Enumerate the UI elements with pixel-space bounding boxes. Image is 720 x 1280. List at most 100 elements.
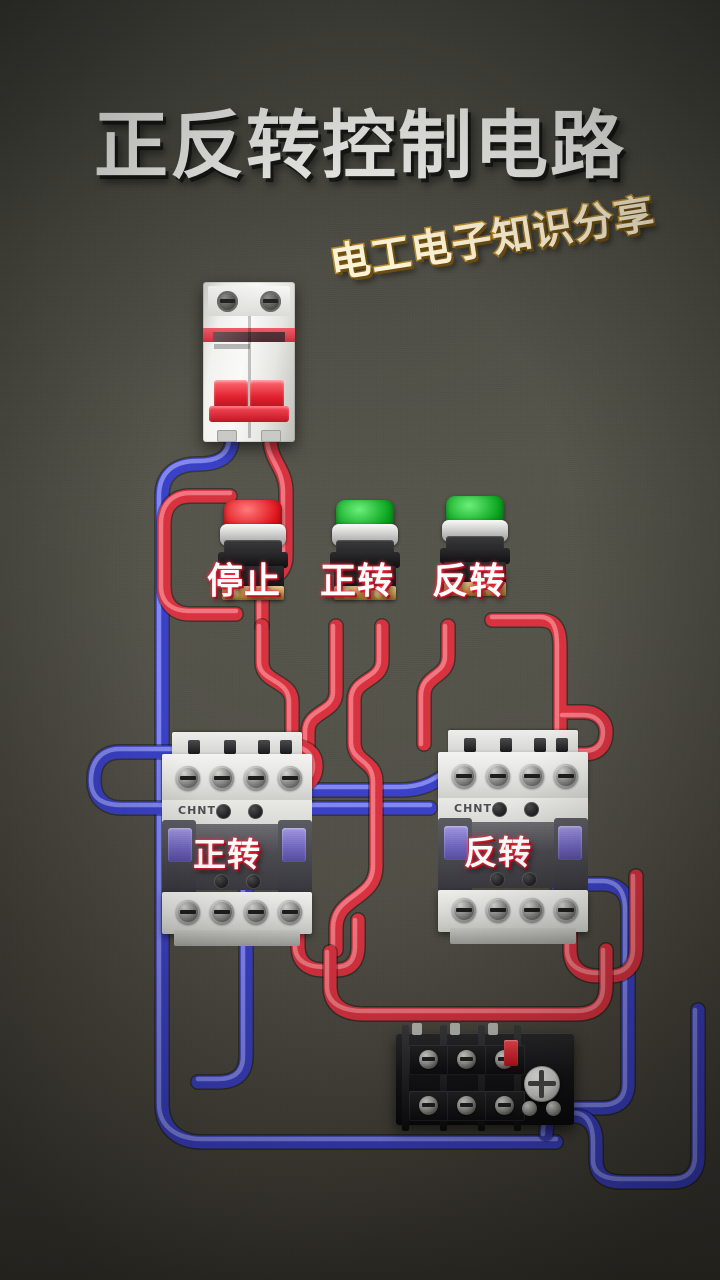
forward-coil-screw-1[interactable] <box>216 804 231 819</box>
reverse-contactor-core <box>452 822 574 888</box>
forward-lower-aux-screw-1[interactable] <box>214 874 229 889</box>
forward-contactor-label: 正转 <box>193 835 261 874</box>
forward-violet-indicator-right <box>282 828 306 862</box>
stop-button-label: 停止 <box>207 561 282 602</box>
reverse-contactor-bottom-plate <box>450 928 576 944</box>
forward-brand-label: CHNT <box>178 804 216 817</box>
red-wire-stop-left-loop <box>156 488 244 622</box>
forward-button-contact-block <box>334 566 396 588</box>
relay-bottom-screw-2[interactable] <box>457 1096 476 1115</box>
relay-barrier-1 <box>402 1025 409 1131</box>
relay-barrier-4 <box>514 1025 521 1131</box>
forward-top-screw-4[interactable] <box>278 766 302 790</box>
reverse-push-button[interactable] <box>440 496 510 608</box>
reverse-contactor[interactable]: CHNT <box>438 730 588 944</box>
blue-wire-main-left <box>154 430 564 1150</box>
forward-bottom-screw-4[interactable] <box>278 900 302 924</box>
reverse-aux-terminal-1[interactable] <box>464 738 476 752</box>
breaker-screw-left[interactable] <box>217 291 238 312</box>
forward-bottom-screw-2[interactable] <box>210 900 234 924</box>
forward-top-screw-2[interactable] <box>210 766 234 790</box>
reverse-top-screw-4[interactable] <box>554 764 578 788</box>
reverse-button-label: 反转 <box>432 561 507 602</box>
red-wire-cross-a <box>254 618 300 754</box>
forward-top-screw-3[interactable] <box>244 766 268 790</box>
forward-terminal-screw-2[interactable] <box>374 588 385 599</box>
blue-wire-relay-aux-right <box>552 1002 706 1190</box>
breaker-screw-right[interactable] <box>260 291 281 312</box>
forward-bottom-screw-3[interactable] <box>244 900 268 924</box>
page-title: 正反转控制电路 <box>94 103 626 189</box>
forward-lower-aux-screw-2[interactable] <box>246 874 261 889</box>
relay-barrier-3 <box>478 1025 485 1131</box>
thermal-overload-relay[interactable] <box>396 1023 574 1131</box>
forward-aux-terminal-4[interactable] <box>280 740 292 754</box>
relay-bottom-screw-1[interactable] <box>419 1096 438 1115</box>
reverse-terminal-screw-2[interactable] <box>484 584 495 595</box>
forward-aux-terminal-1[interactable] <box>188 740 200 754</box>
reverse-violet-indicator-right <box>558 826 582 860</box>
reverse-bottom-screw-1[interactable] <box>452 898 476 922</box>
reverse-coil-screw-1[interactable] <box>492 802 507 817</box>
blue-wire-forward-aux-loop <box>86 744 308 816</box>
forward-violet-indicator-left <box>168 828 192 862</box>
relay-top-lug-1[interactable] <box>412 1023 422 1035</box>
red-wire-cross-d <box>416 618 456 752</box>
relay-aux-terminal-2[interactable] <box>546 1101 561 1116</box>
reverse-bottom-screw-4[interactable] <box>554 898 578 922</box>
relay-top-screw-2[interactable] <box>457 1050 476 1069</box>
relay-bottom-screw-3[interactable] <box>495 1096 514 1115</box>
forward-contactor-core <box>176 824 298 890</box>
forward-top-screw-1[interactable] <box>176 766 200 790</box>
relay-top-lug-2[interactable] <box>450 1023 460 1035</box>
breaker-lever-bar[interactable] <box>209 406 289 422</box>
forward-bottom-screw-1[interactable] <box>176 900 200 924</box>
red-wire-cross-b <box>300 618 344 766</box>
breaker-spec-plate <box>214 344 250 349</box>
reverse-top-screw-1[interactable] <box>452 764 476 788</box>
reverse-aux-terminal-2[interactable] <box>500 738 512 752</box>
reverse-button-mount <box>440 548 510 564</box>
breaker-brand-plate <box>213 332 285 342</box>
forward-aux-terminal-3[interactable] <box>258 740 270 754</box>
red-wire-cross-c <box>328 618 390 958</box>
stop-button-mount <box>218 552 288 568</box>
reverse-lower-aux-screw-1[interactable] <box>490 872 505 887</box>
forward-aux-terminal-2[interactable] <box>224 740 236 754</box>
forward-button-mount <box>330 552 400 568</box>
reverse-terminal-screw-1[interactable] <box>452 584 463 595</box>
reverse-top-screw-2[interactable] <box>486 764 510 788</box>
stop-push-button[interactable] <box>218 500 288 612</box>
forward-terminal-screw-1[interactable] <box>342 588 353 599</box>
forward-contactor-bottom-plate <box>174 930 300 946</box>
reverse-bottom-screw-2[interactable] <box>486 898 510 922</box>
reverse-lower-aux-screw-2[interactable] <box>522 872 537 887</box>
reverse-contactor-label: 反转 <box>464 833 532 872</box>
reverse-aux-terminal-3[interactable] <box>534 738 546 752</box>
reverse-bottom-screw-3[interactable] <box>520 898 544 922</box>
reverse-violet-indicator-left <box>444 826 468 860</box>
relay-aux-terminal-1[interactable] <box>522 1101 537 1116</box>
forward-button-label: 正转 <box>320 561 395 602</box>
reverse-aux-terminal-4[interactable] <box>556 738 568 752</box>
relay-top-screw-1[interactable] <box>419 1050 438 1069</box>
circuit-breaker[interactable] <box>203 282 295 442</box>
stop-terminal-screw-2[interactable] <box>262 588 273 599</box>
reverse-top-screw-3[interactable] <box>520 764 544 788</box>
breaker-terminal-right[interactable] <box>261 430 281 442</box>
forward-coil-screw-2[interactable] <box>248 804 263 819</box>
relay-current-dial[interactable] <box>524 1066 560 1102</box>
reverse-brand-label: CHNT <box>454 802 492 815</box>
breaker-pole-divider <box>248 316 251 438</box>
breaker-terminal-left[interactable] <box>217 430 237 442</box>
stop-terminal-screw-1[interactable] <box>230 588 241 599</box>
reverse-coil-screw-2[interactable] <box>524 802 539 817</box>
forward-contactor[interactable]: CHNT <box>162 732 312 946</box>
forward-push-button[interactable] <box>330 500 400 612</box>
relay-top-lug-3[interactable] <box>488 1023 498 1035</box>
blue-wire-forward-bottom-drop <box>190 860 254 1090</box>
reverse-button-contact-block <box>444 562 506 584</box>
stop-button-contact-block <box>222 566 284 588</box>
relay-reset-button[interactable] <box>504 1040 518 1066</box>
